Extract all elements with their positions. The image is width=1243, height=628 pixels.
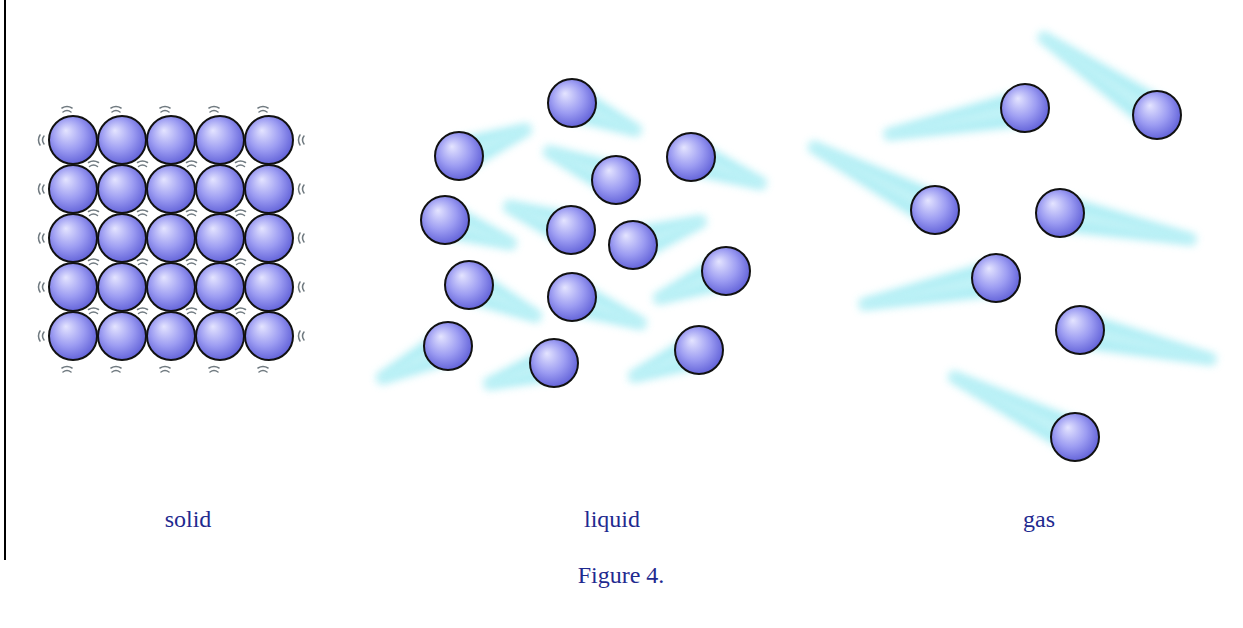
particle [147, 165, 195, 213]
vibration-mark [62, 367, 72, 373]
particle [548, 79, 596, 127]
particle [1051, 413, 1099, 461]
vibration-mark [160, 107, 170, 113]
vibration-mark [299, 233, 305, 243]
particle [98, 116, 146, 164]
state-label: liquid [584, 506, 640, 533]
particle [547, 206, 595, 254]
vibration-mark [89, 308, 99, 314]
particle [667, 133, 715, 181]
vibration-mark [299, 331, 305, 341]
vibration-mark [138, 161, 148, 167]
vibration-mark [39, 184, 45, 194]
vibration-mark [138, 259, 148, 265]
particle [147, 312, 195, 360]
vibration-mark [258, 367, 268, 373]
particle [548, 273, 596, 321]
particle [702, 247, 750, 295]
particle [911, 186, 959, 234]
particle [49, 116, 97, 164]
vibration-mark [187, 259, 197, 265]
vibration-mark [236, 210, 246, 216]
vibration-mark [89, 259, 99, 265]
particle [49, 312, 97, 360]
particle [435, 132, 483, 180]
particle [245, 263, 293, 311]
particle [609, 221, 657, 269]
vibration-mark [160, 367, 170, 373]
particle [972, 254, 1020, 302]
particle [49, 214, 97, 262]
vibration-mark [39, 331, 45, 341]
vibration-mark [236, 308, 246, 314]
particle [196, 214, 244, 262]
figure-caption: Figure 4. [578, 562, 665, 589]
particle [98, 312, 146, 360]
margin-rule [4, 0, 6, 560]
vibration-mark [299, 282, 305, 292]
vibration-mark [236, 259, 246, 265]
vibration-mark [209, 367, 219, 373]
vibration-mark [258, 107, 268, 113]
vibration-mark [39, 135, 45, 145]
particle [196, 116, 244, 164]
particle [421, 196, 469, 244]
vibration-mark [62, 107, 72, 113]
particle [530, 339, 578, 387]
particle [147, 214, 195, 262]
particle [196, 263, 244, 311]
vibration-mark [138, 308, 148, 314]
particle [49, 165, 97, 213]
state-label: gas [1023, 506, 1055, 533]
vibration-mark [89, 161, 99, 167]
particle [49, 263, 97, 311]
particle [445, 261, 493, 309]
particle [196, 312, 244, 360]
vibration-mark [111, 107, 121, 113]
particle [147, 263, 195, 311]
vibration-mark [187, 210, 197, 216]
particle [1036, 189, 1084, 237]
particle [245, 214, 293, 262]
particle [1056, 306, 1104, 354]
vibration-mark [111, 367, 121, 373]
particle [424, 322, 472, 370]
particle [592, 156, 640, 204]
particle [98, 214, 146, 262]
vibration-mark [209, 107, 219, 113]
vibration-mark [299, 135, 305, 145]
vibration-mark [187, 308, 197, 314]
particle [675, 326, 723, 374]
particle [1133, 91, 1181, 139]
particle [245, 312, 293, 360]
particle [1001, 84, 1049, 132]
particle [98, 263, 146, 311]
vibration-mark [138, 210, 148, 216]
vibration-mark [39, 233, 45, 243]
particle [245, 116, 293, 164]
particle [196, 165, 244, 213]
vibration-mark [39, 282, 45, 292]
vibration-mark [236, 161, 246, 167]
vibration-mark [187, 161, 197, 167]
state-label: solid [165, 506, 212, 533]
vibration-mark [89, 210, 99, 216]
particle [98, 165, 146, 213]
particle [245, 165, 293, 213]
particle [147, 116, 195, 164]
vibration-mark [299, 184, 305, 194]
